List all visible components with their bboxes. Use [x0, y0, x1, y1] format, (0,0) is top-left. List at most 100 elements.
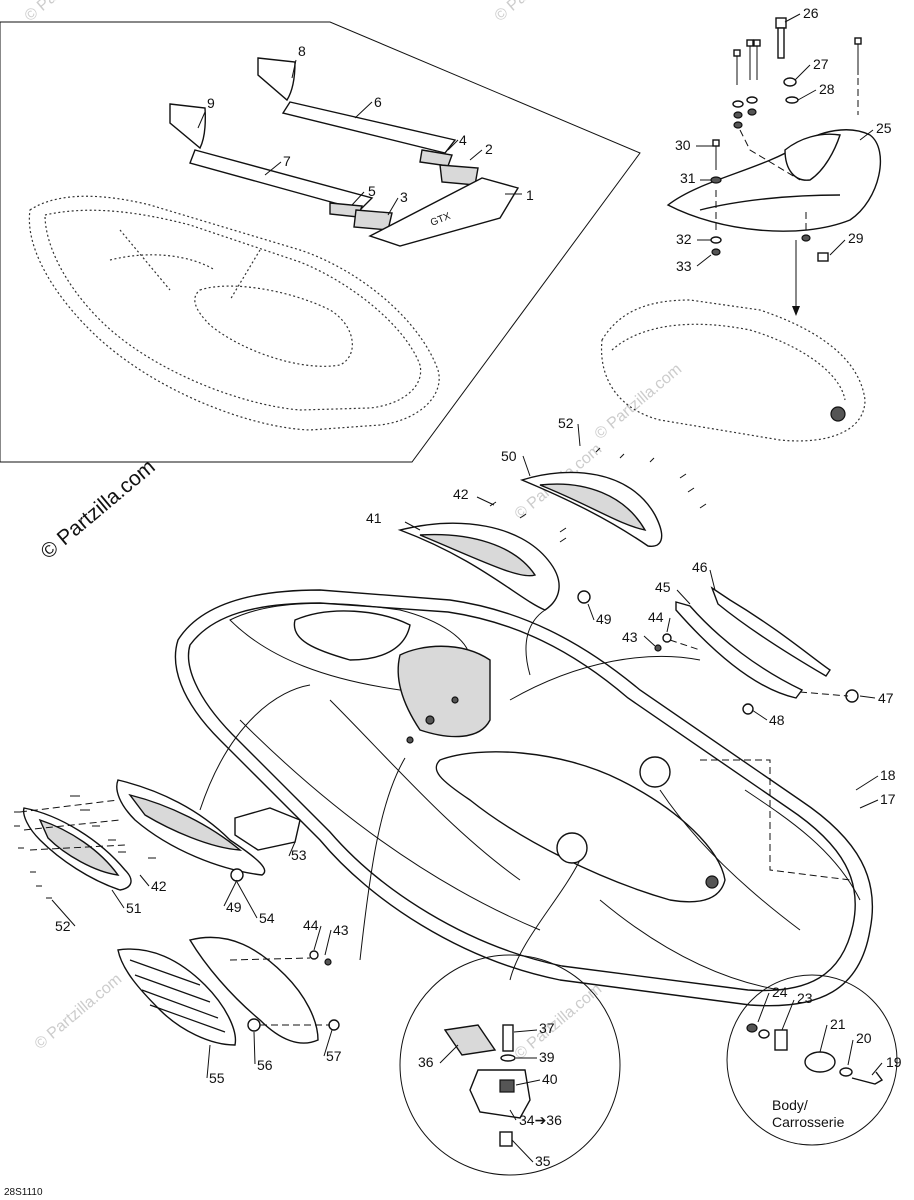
callout: 32: [676, 231, 692, 247]
inset-hull-details: [109, 229, 261, 301]
callout: 18: [880, 767, 896, 783]
callout: 52: [55, 918, 71, 934]
callout: 33: [676, 258, 692, 274]
callout: 42: [453, 486, 469, 502]
inset-circle-left: [399, 954, 621, 1176]
callout: 7: [283, 153, 291, 169]
grab-handle-edge: [699, 194, 841, 211]
callout: 48: [769, 712, 785, 728]
callout: 47: [878, 690, 894, 706]
callout: 8: [298, 43, 306, 59]
left-guides: [19, 799, 126, 851]
callout: 19: [886, 1054, 902, 1070]
vent-body-left-inner: [128, 793, 243, 851]
nut-24: [746, 1023, 758, 1033]
washer-57: [328, 1019, 340, 1031]
hull-hole: [451, 696, 459, 704]
callout: 9: [207, 95, 215, 111]
callout: 53: [291, 847, 307, 863]
callout: 6: [374, 94, 382, 110]
faint-watermark: © Partzilla.com: [512, 981, 606, 1063]
faint-watermark: © Partzilla.com: [592, 361, 686, 443]
callout: 44: [303, 917, 319, 933]
decal-8: [257, 57, 296, 102]
leader-curve: [509, 655, 701, 701]
vent-cover-41-inner: [419, 533, 537, 577]
panel-54: [188, 936, 319, 1044]
callout: 4: [459, 132, 467, 148]
screw-37: [502, 1024, 514, 1052]
leader-curve: [199, 684, 311, 811]
gasket-21: [804, 1051, 836, 1073]
callout: 21: [830, 1016, 846, 1032]
rivet-56: [247, 1018, 261, 1032]
vent-covers: [397, 447, 707, 611]
decal-6: [281, 101, 457, 154]
assembly-guides: [715, 78, 859, 232]
hull-drain: [705, 875, 719, 889]
callout-leaders: [51, 13, 883, 1163]
inset-hull-inner: [44, 209, 422, 411]
callout: 26: [803, 5, 819, 21]
callout: 31: [680, 170, 696, 186]
callout: 43: [622, 629, 638, 645]
detail-circle-small: [639, 756, 671, 788]
storage-front: [293, 610, 411, 661]
callout: 37: [539, 1020, 555, 1036]
grab-handle-25: [666, 129, 882, 232]
callout: 2: [485, 141, 493, 157]
trim-guides: [669, 639, 849, 697]
washer-48: [742, 703, 754, 715]
trim-45: [675, 601, 804, 699]
callout: 46: [692, 559, 708, 575]
callout: 35: [535, 1153, 551, 1169]
callout: 45: [655, 579, 671, 595]
side-trim-45-46: [654, 586, 859, 715]
decal-kit-inset: GTX: [0, 21, 641, 463]
callout: 27: [813, 56, 829, 72]
callout: 28: [819, 81, 835, 97]
rivet-49-top: [577, 590, 591, 604]
callout: 40: [542, 1071, 558, 1087]
inset-circle-right: [726, 974, 898, 1146]
vent-cover-41: [397, 522, 560, 611]
callout: 3: [400, 189, 408, 205]
callout: 36: [418, 1054, 434, 1070]
hull-hole: [406, 736, 414, 744]
washer-44: [662, 633, 672, 643]
detail-circle-small-2: [556, 832, 588, 864]
figure-code: 28S1110: [4, 1187, 43, 1198]
bolts-upper: [710, 37, 862, 262]
lower-guides: [229, 957, 330, 1026]
rear-hull-logo: [830, 406, 846, 422]
callout: 25: [876, 120, 892, 136]
partzilla-watermark: © Partzilla.com: [36, 455, 159, 564]
screw-43-lower: [324, 958, 332, 966]
callout: 23: [797, 990, 813, 1006]
rear-hull-outline: [600, 299, 866, 442]
vent-cover-50: [519, 471, 663, 547]
leader-curve: [525, 609, 546, 676]
callout: 39: [539, 1049, 555, 1065]
faint-watermark: © Partzilla.com: [32, 971, 126, 1053]
callout: 42: [151, 878, 167, 894]
callout: 41: [366, 510, 382, 526]
callout: 20: [856, 1030, 872, 1046]
callout: 55: [209, 1070, 225, 1086]
callout: 56: [257, 1057, 273, 1073]
callout: 5: [368, 183, 376, 199]
body-label-line2: Carrosserie: [772, 1114, 845, 1130]
decal-7: [189, 149, 374, 211]
callout: 49: [596, 611, 612, 627]
callout: 17: [880, 791, 896, 807]
callout: 57: [326, 1048, 342, 1064]
leader-dash: [700, 759, 851, 881]
rivet-49-left: [230, 868, 244, 882]
callout: 44: [648, 609, 664, 625]
fastener-detail-inset: [399, 954, 621, 1176]
plate-23: [774, 1029, 788, 1051]
nut-29: [817, 252, 829, 262]
bracket-53: [234, 807, 301, 851]
washer-39: [500, 1054, 516, 1062]
